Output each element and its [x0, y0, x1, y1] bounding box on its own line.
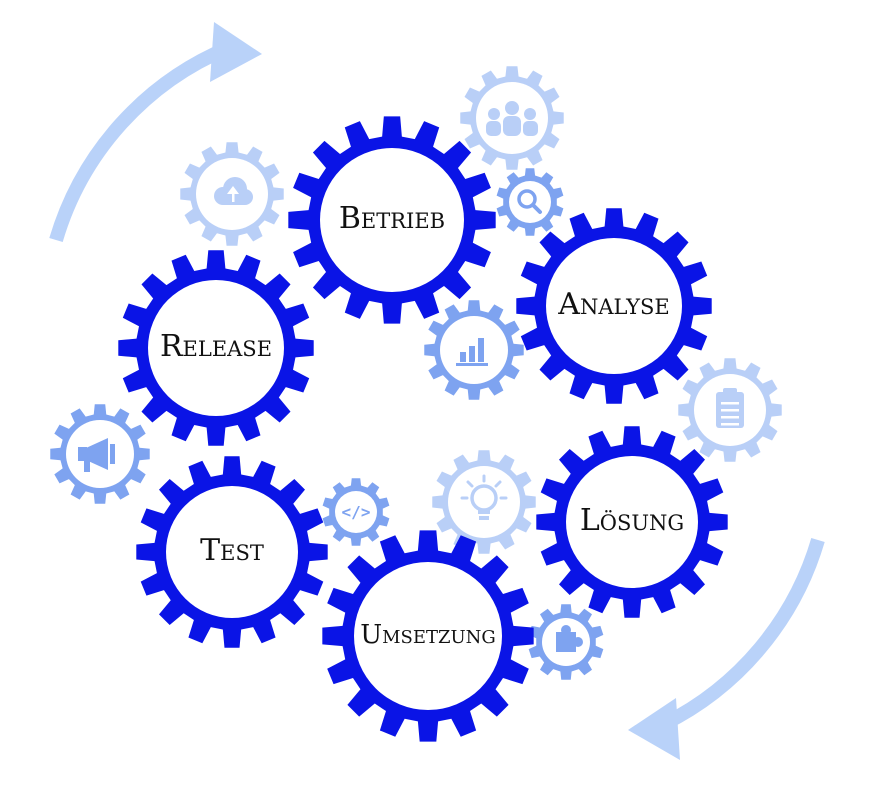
- icon-gear-chart: [424, 300, 524, 400]
- gear-hub: [148, 280, 284, 416]
- gear-label-betrieb: Betrieb: [339, 201, 445, 236]
- gear-hub: [166, 486, 298, 618]
- icon-gear-search: [496, 168, 564, 236]
- cycle-arrow-bottom-right: [628, 538, 825, 760]
- cycle-arrow-top-left: [49, 22, 262, 242]
- icon-gear-clipboard: [678, 358, 782, 462]
- gear-loesung: Lösung: [536, 426, 728, 618]
- icon-gear-team: [460, 66, 564, 170]
- cloud-upload-icon: [214, 177, 253, 205]
- gear-hub: [335, 491, 377, 533]
- gear-hub: [509, 181, 551, 223]
- puzzle-icon: [556, 625, 583, 652]
- clipboard-icon: [716, 388, 744, 428]
- icon-gear-code: </>: [322, 478, 390, 546]
- bar-chart-icon: [456, 338, 488, 366]
- megaphone-icon: [78, 438, 115, 472]
- gear-label-umsetzung: Umsetzung: [360, 620, 496, 650]
- gear-release: Release: [118, 250, 314, 446]
- icon-gear-megaphone: [50, 404, 150, 504]
- code-icon: </>: [342, 503, 371, 522]
- gear-hub: [546, 238, 682, 374]
- gear-hub: [566, 456, 698, 588]
- gear-umsetzung: Umsetzung: [322, 530, 534, 742]
- team-icon: [486, 101, 538, 136]
- gear-label-test: Test: [200, 533, 264, 568]
- svg-text:</>: </>: [342, 503, 371, 522]
- gear-hub: [448, 466, 520, 538]
- gear-analyse: Analyse: [516, 208, 712, 404]
- icon-gear-puzzle: [528, 604, 604, 680]
- icon-gear-lightbulb: [432, 450, 536, 554]
- gear-test: Test: [136, 456, 328, 648]
- icon-gear-cloud: [180, 142, 284, 246]
- lightbulb-icon: [460, 474, 508, 520]
- gear-hub: [354, 562, 502, 710]
- gear-label-analyse: Analyse: [557, 287, 669, 322]
- gear-betrieb: Betrieb: [288, 116, 496, 324]
- gear-hub: [320, 148, 464, 292]
- search-icon: [517, 189, 542, 214]
- gear-label-release: Release: [160, 329, 272, 364]
- gear-label-loesung: Lösung: [580, 503, 684, 538]
